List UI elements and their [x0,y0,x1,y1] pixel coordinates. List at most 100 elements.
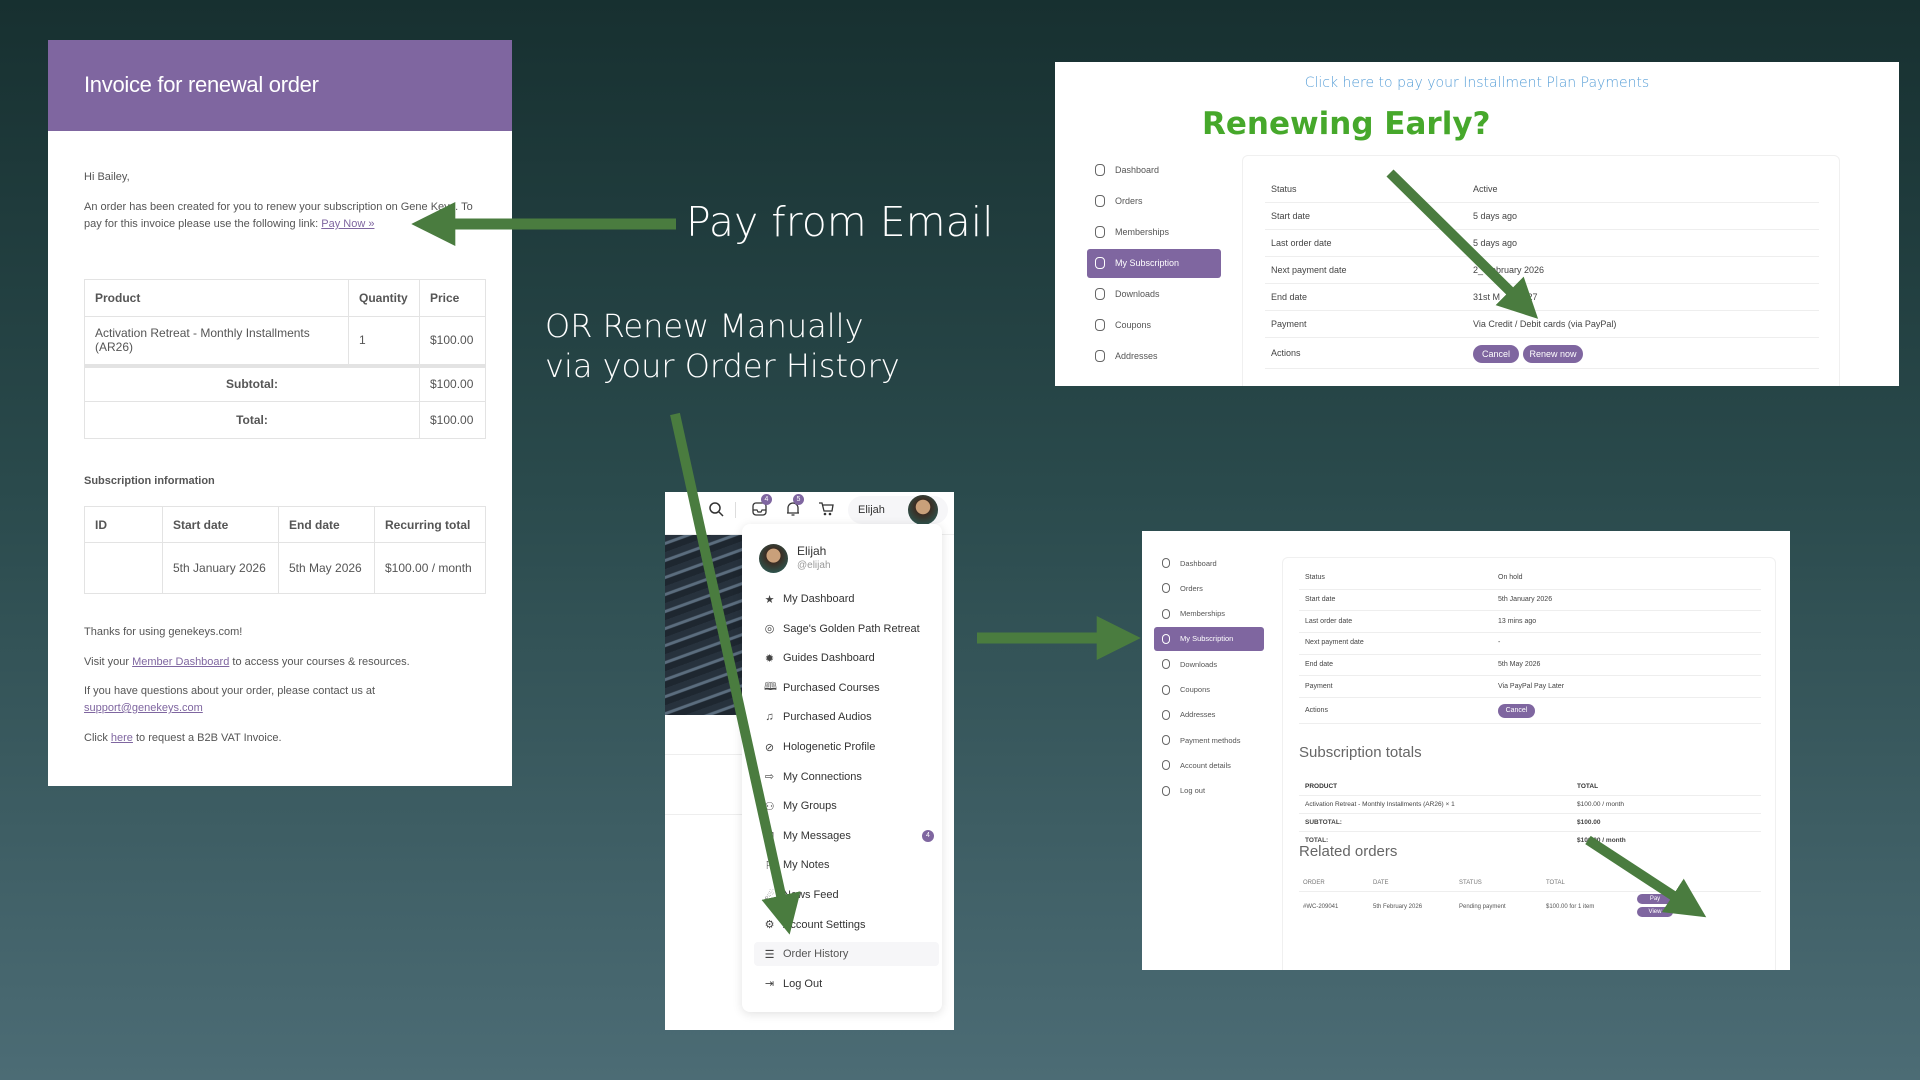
share-icon: ⇨ [764,771,775,784]
menu-item-account-settings[interactable]: ⚙Account Settings [754,913,939,937]
row-label: Next payment date [1271,265,1347,275]
product-cell: Activation Retreat - Monthly Installment… [84,316,349,366]
renew-line-1: OR Renew Manually [545,307,864,345]
menu-item-guides-dashboard[interactable]: ✹Guides Dashboard [754,646,939,670]
menu-item-news-feed[interactable]: ☄News Feed [754,883,939,907]
menu-item-label: Log Out [783,977,823,990]
sidebar-icon [1162,558,1170,568]
sidebar-item-orders[interactable]: Orders [1087,187,1221,216]
sidebar-label: Addresses [1180,710,1216,720]
sidebar-item-memberships[interactable]: Memberships [1087,218,1221,247]
row-value: - [1498,639,1501,647]
menu-item-my-groups[interactable]: ⚇My Groups [754,794,939,818]
menu-item-purchased-courses[interactable]: 🕮Purchased Courses [754,676,939,700]
pay-button[interactable]: Pay [1637,894,1673,904]
related-cell: 5th February 2026 [1373,904,1423,910]
sidebar-icon [1095,195,1105,207]
profile-dropdown: Elijah @elijah ★My Dashboard◎Sage's Gold… [742,524,942,1012]
member-dashboard-link[interactable]: Member Dashboard [132,656,230,668]
sidebar-item-dashboard[interactable]: Dashboard [1087,156,1221,185]
sidebar-item-orders[interactable]: Orders [1154,576,1264,600]
support-email-link[interactable]: support@genekeys.com [84,702,203,714]
sidebar-item-my-subscription[interactable]: My Subscription [1154,626,1264,651]
subtotal-label: Subtotal: [84,365,420,402]
sidebar-icon [1095,164,1105,176]
cancel-button[interactable]: Cancel [1473,344,1519,363]
star-icon: ★ [764,593,775,606]
menu-item-my-dashboard[interactable]: ★My Dashboard [754,587,939,611]
divider [665,754,745,755]
sidebar-item-addresses[interactable]: Addresses [1154,703,1264,727]
installment-link[interactable]: Click here to pay your Installment Plan … [1304,75,1650,91]
sidebar-label: Payment methods [1180,735,1241,745]
pay-from-email-callout: Pay from Email [686,198,994,246]
sidebar-icon [1162,608,1170,619]
vat-here-link[interactable]: here [110,732,133,744]
sidebar-icon [1162,785,1170,796]
visit-text: Visit your Member Dashboard to access yo… [84,654,410,671]
book-icon: 🕮 [764,681,777,694]
sidebar-icon [1162,633,1170,644]
sidebar-item-memberships[interactable]: Memberships [1154,602,1264,626]
row-label: Start date [1271,211,1311,221]
logout-icon: ⇥ [764,978,775,991]
renew-now-button[interactable]: Renew now [1523,344,1583,363]
sidebar-label: Dashboard [1115,165,1160,175]
divider [665,814,745,815]
totals-value: $100.00 / month [1577,837,1626,844]
sidebar-item-downloads[interactable]: Downloads [1154,652,1264,676]
sidebar-item-my-subscription[interactable]: My Subscription [1087,248,1221,278]
notification-badge: 5 [793,494,804,505]
row-value: Via Credit / Debit cards (via PayPal) [1473,319,1617,329]
sidebar-item-log-out[interactable]: Log out [1154,779,1264,803]
sidebar-item-payment-methods[interactable]: Payment methods [1154,728,1264,752]
menu-item-sage-s-golden-path-retreat[interactable]: ◎Sage's Golden Path Retreat [754,617,939,641]
sidebar-item-coupons[interactable]: Coupons [1154,678,1264,702]
pay-now-link[interactable]: Pay Now » [321,218,375,230]
sidebar-item-dashboard[interactable]: Dashboard [1154,551,1264,575]
sidebar-item-account-details[interactable]: Account details [1154,753,1264,777]
menu-item-log-out[interactable]: ⇥ Log Out [754,972,939,996]
menu-item-label: Sage's Golden Path Retreat [783,622,920,635]
col-recurring: Recurring total [374,506,486,543]
dropdown-avatar [759,544,788,573]
search-icon[interactable] [708,501,724,517]
menu-item-my-notes[interactable]: ⚐My Notes [754,853,939,877]
view-button[interactable]: View [1637,907,1673,917]
menu-item-hologenetic-profile[interactable]: ⊘Hologenetic Profile [754,735,939,759]
sidebar-icon [1095,288,1105,300]
row-label: Payment [1305,682,1333,690]
menu-item-purchased-audios[interactable]: ♫Purchased Audios [754,705,939,729]
row-label: Payment [1271,319,1307,329]
menu-item-order-history[interactable]: ☰Order History [754,942,939,967]
menu-item-label: News Feed [783,889,839,901]
sidebar-label: Memberships [1115,227,1170,237]
menu-item-label: Guides Dashboard [783,652,875,665]
sidebar-item-coupons[interactable]: Coupons [1087,311,1221,340]
user-menu-toggle[interactable]: Elijah [848,495,948,525]
member-menu-screen: 4 5 Elijah Elijah @elijah ★My Dashboard◎… [665,492,954,1030]
sidebar-icon [1162,735,1170,746]
sidebar-item-downloads[interactable]: Downloads [1087,280,1221,309]
totals-label: SUBTOTAL: [1305,819,1342,826]
menu-item-label: My Messages [783,829,851,842]
row-label: Status [1271,184,1297,194]
sidebar-item-addresses[interactable]: Addresses [1087,342,1221,371]
total-label: Total: [84,401,420,439]
menu-item-my-connections[interactable]: ⇨My Connections [754,765,939,789]
row-value: 31st M___ 2027 [1473,292,1538,302]
cart-icon[interactable] [818,501,834,517]
totals-row: Activation Retreat - Monthly Installment… [1299,795,1761,813]
visit-pre: Visit your [84,656,130,668]
bookmark-icon: ⚐ [764,859,775,872]
cancel-button[interactable]: Cancel [1498,704,1535,719]
